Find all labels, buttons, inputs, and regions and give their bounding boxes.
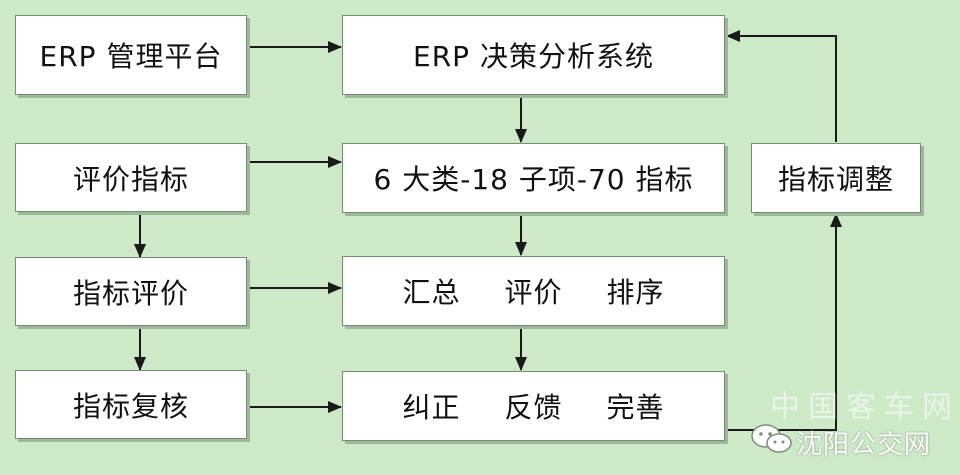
indicator-adjustment-box: 指标调整 xyxy=(751,143,921,213)
evaluate-label: 评价 xyxy=(504,276,563,309)
indicator-evaluation-label: 指标评价 xyxy=(72,276,189,310)
rank-label: 排序 xyxy=(606,276,665,309)
indicator-adjustment-label: 指标调整 xyxy=(777,163,894,196)
summary-evaluate-rank-box: 汇总 评价 排序 xyxy=(342,256,725,326)
evaluation-indicators-box: 评价指标 xyxy=(15,143,247,212)
erp-decision-system-label: ERP 决策分析系统 xyxy=(413,40,654,73)
categories-summary-label: 6 大类-18 子项-70 指标 xyxy=(373,163,694,196)
erp-platform-label: ERP 管理平台 xyxy=(39,40,223,73)
improve-label: 完善 xyxy=(606,391,665,424)
indicator-evaluation-box: 指标评价 xyxy=(15,257,247,326)
indicator-review-label: 指标复核 xyxy=(72,389,189,423)
wechat-icon xyxy=(751,424,792,453)
watermark-source-text: 沈阳公交网 xyxy=(796,430,932,460)
feedback-label: 反馈 xyxy=(504,391,563,424)
faint-watermark-text: 中国客车网 xyxy=(770,390,960,425)
indicator-review-box: 指标复核 xyxy=(15,370,247,439)
erp-platform-box: ERP 管理平台 xyxy=(15,15,247,95)
evaluation-indicators-label: 评价指标 xyxy=(72,162,189,196)
correct-feedback-improve-box: 纠正 反馈 完善 xyxy=(342,371,725,441)
summary-label: 汇总 xyxy=(402,276,461,309)
correct-label: 纠正 xyxy=(402,391,461,424)
erp-decision-system-box: ERP 决策分析系统 xyxy=(342,15,725,95)
categories-summary-box: 6 大类-18 子项-70 指标 xyxy=(342,143,725,213)
arrow-adjustment-to-system xyxy=(726,30,837,142)
